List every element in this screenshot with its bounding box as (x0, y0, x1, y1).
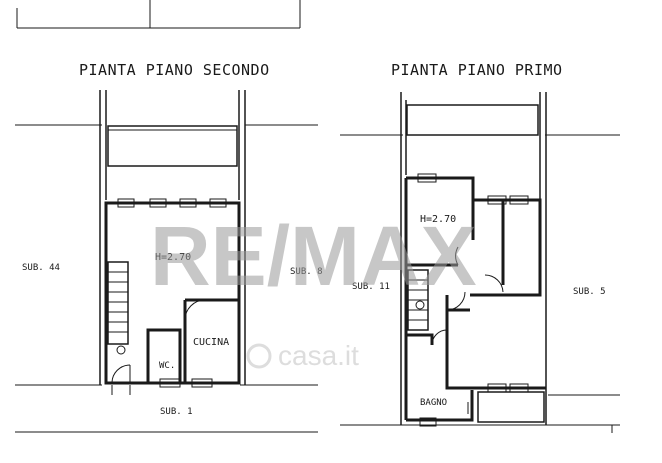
svg-text:casa.it: casa.it (278, 340, 359, 371)
bathroom-label: BAGNO (420, 398, 447, 408)
second-floor-title: PIANTA PIANO SECONDO (79, 61, 270, 79)
kitchen-label: CUCINA (193, 337, 229, 348)
first-floor-height-label: H=2.70 (420, 214, 456, 225)
sub-11-label: SUB. 11 (352, 282, 390, 292)
casa-it-watermark: casa.it (246, 340, 359, 371)
first-floor-plan (340, 92, 620, 427)
sub-44-label: SUB. 44 (22, 263, 60, 273)
second-floor-plan (15, 90, 318, 433)
wc-label: WC. (159, 361, 175, 371)
sub-1-label: SUB. 1 (160, 407, 193, 417)
sub-8-label: SUB. 8 (290, 267, 323, 277)
staircase (107, 261, 129, 355)
window-marks (117, 198, 227, 388)
staircase-first (407, 269, 429, 331)
top-border-fragment (16, 0, 301, 29)
first-floor-title: PIANTA PIANO PRIMO (391, 61, 563, 79)
second-floor-height-label: H=2.70 (155, 252, 191, 263)
sub-5-label: SUB. 5 (573, 287, 606, 297)
remax-watermark: RE/MAX (150, 209, 477, 303)
